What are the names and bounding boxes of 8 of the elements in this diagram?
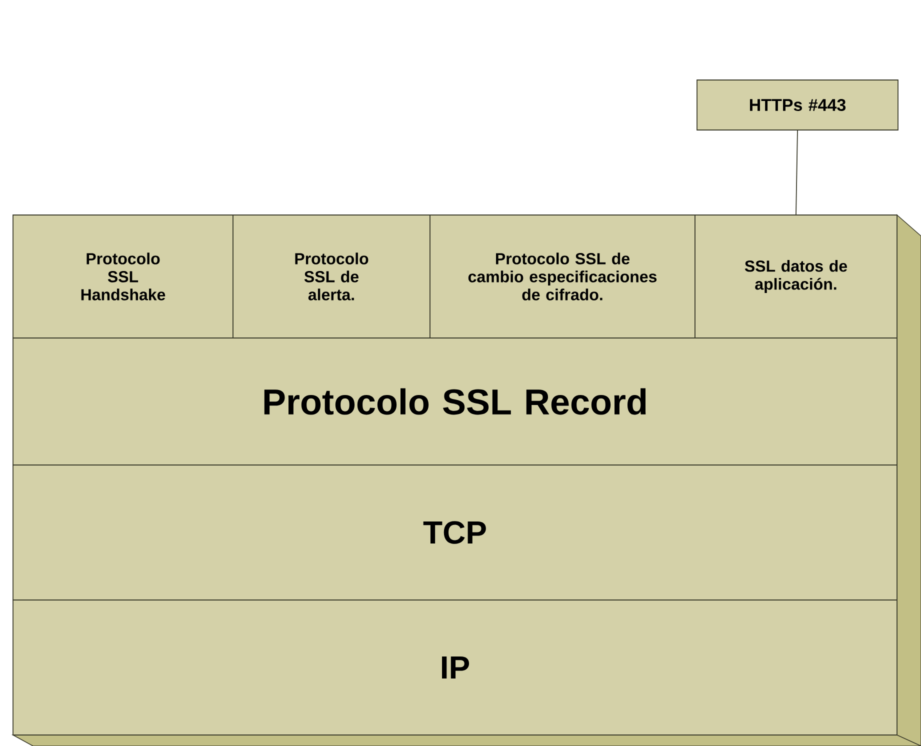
port-box: HTTPs #443 (696, 80, 898, 130)
protocol-box: SSL datos de aplicación. (694, 214, 898, 338)
protocol-box: Protocolo SSL de cambio especificaciones de cifrado. (430, 214, 696, 338)
connector-line (796, 130, 798, 215)
layer-box: IP (12, 600, 898, 736)
protocol-box: Protocolo SSL de alerta. (232, 214, 430, 338)
layer-box: TCP (12, 464, 898, 600)
protocol-box: Protocolo SSL Handshake (12, 214, 234, 338)
